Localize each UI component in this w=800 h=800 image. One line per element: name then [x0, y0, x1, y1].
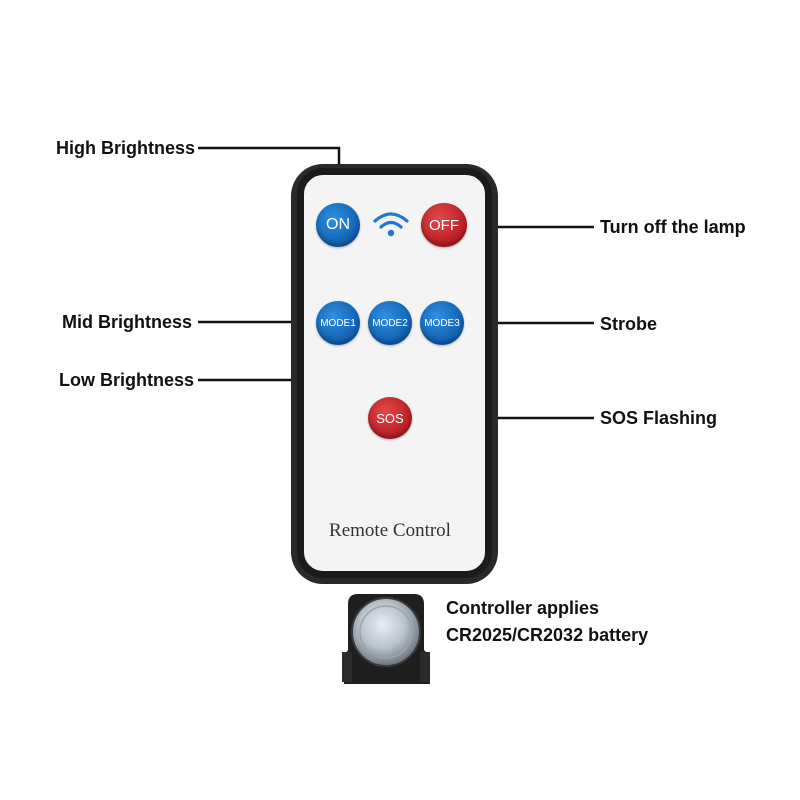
callout-strobe: Strobe — [600, 314, 658, 334]
off-button[interactable]: OFF — [421, 203, 467, 247]
on-button[interactable]: ON — [316, 203, 360, 247]
mode1-button[interactable]: MODE1 — [316, 301, 360, 345]
callout-mid-brightness: Mid Brightness — [62, 312, 193, 332]
mode3-button[interactable]: MODE3 — [420, 301, 464, 345]
mode2-button[interactable]: MODE2 — [368, 301, 412, 345]
callout-sos-flashing: SOS Flashing — [600, 408, 718, 428]
battery-note-line2: CR2025/CR2032 battery — [446, 625, 649, 645]
remote-control-label: Remote Control — [329, 520, 451, 541]
wifi-signal-icon — [373, 212, 409, 237]
callout-turn-off: Turn off the lamp — [600, 217, 746, 237]
coin-cell-battery-icon — [342, 594, 430, 684]
sos-button[interactable]: SOS — [368, 397, 412, 439]
battery-note-line1: Controller applies — [446, 598, 600, 618]
callout-high-brightness: High Brightness — [56, 138, 196, 158]
callout-low-brightness: Low Brightness — [59, 370, 195, 390]
